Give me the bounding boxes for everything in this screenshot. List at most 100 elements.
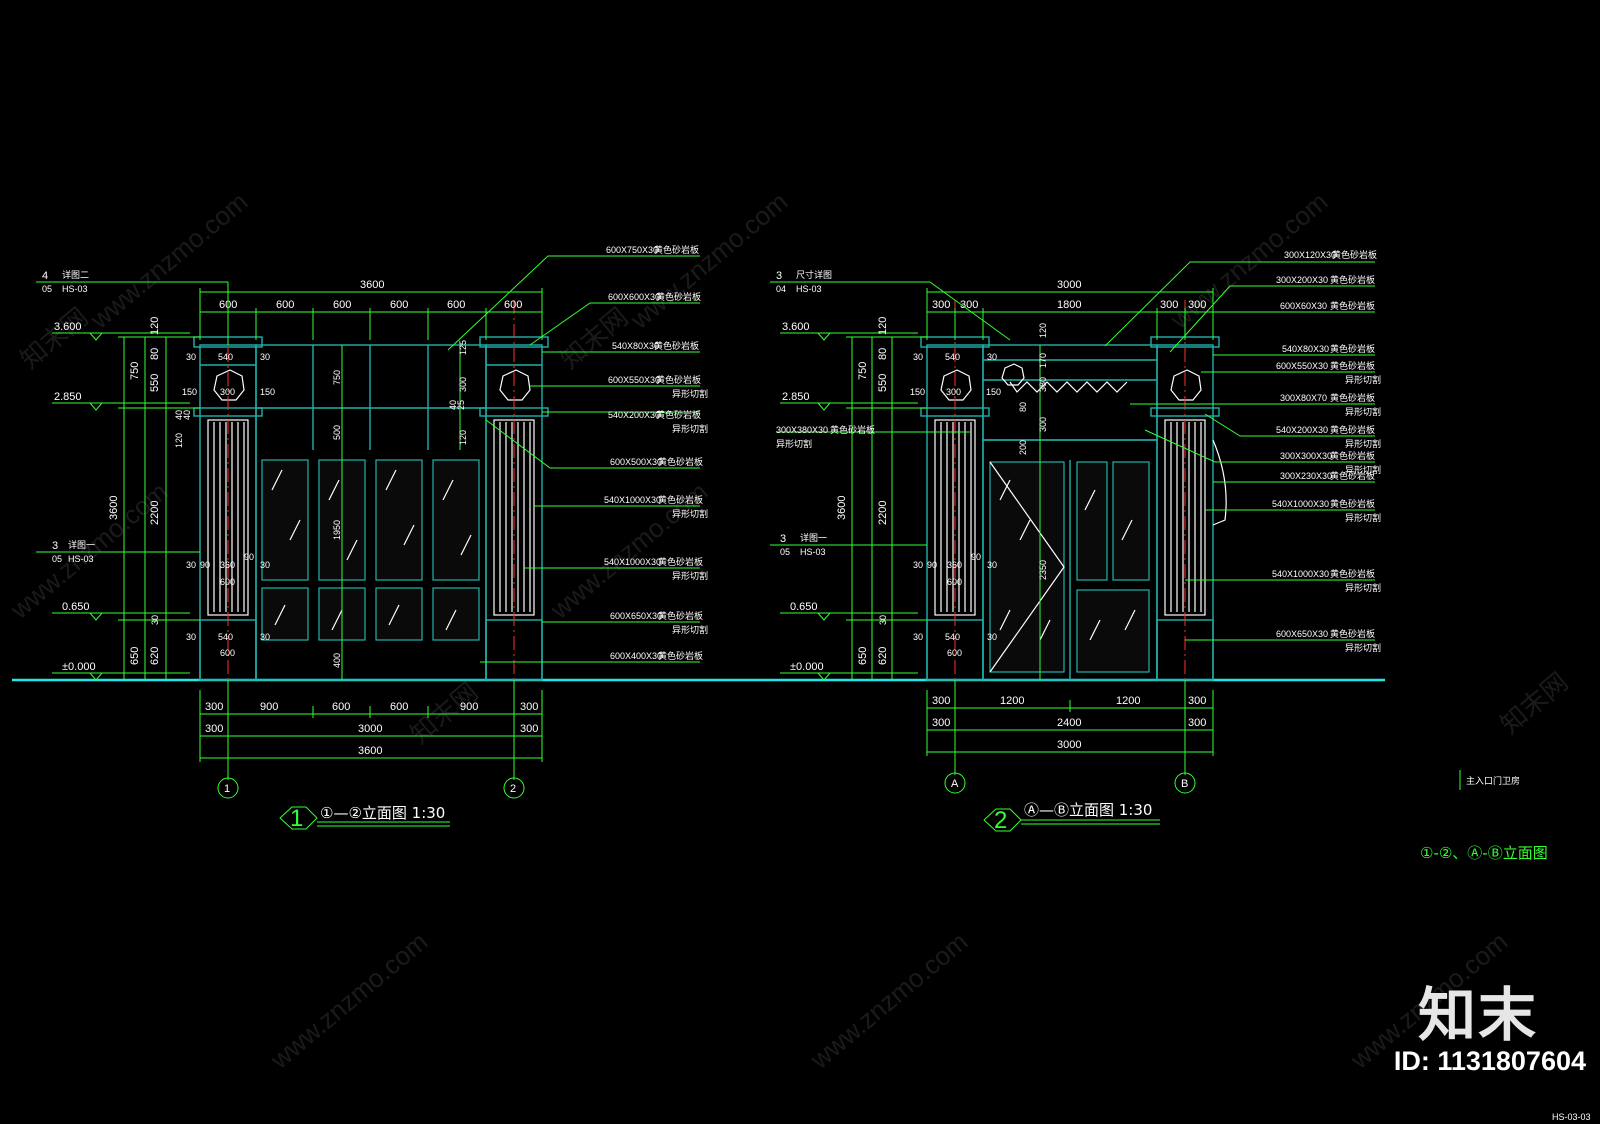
dim-label: 300 [458,377,468,392]
material-label: 黄色砂岩板 [1330,360,1375,371]
image-id-label: ID: 1131807604 [1393,1046,1586,1076]
level-label: 2.850 [782,391,810,403]
rosette-ornament [940,369,972,401]
material-note: 异形切割 [672,508,708,519]
project-name: 主入口门卫房 [1466,775,1520,786]
dim-label: 300 [1188,717,1206,729]
detail-callout-number: 3 [780,533,786,545]
detail-callout-ref: HS-03 [796,284,822,294]
dim-label: 80 [877,348,889,360]
material-label: 300X300X30 [1280,451,1332,461]
dim-label: 500 [332,425,342,440]
sheet-title: ①-②、Ⓐ-Ⓑ立面图 [1420,844,1548,862]
detail-callout-sheet: 04 [776,284,786,294]
elevation-number: 1 [290,805,303,832]
dim-label: 300 [205,701,223,713]
material-label: 黄色砂岩板 [830,424,875,435]
material-label: 300X200X30 [1276,275,1328,285]
dim-label: 30 [260,632,270,642]
material-label: 540X80X30 [612,341,659,351]
dim-label: 120 [174,433,184,448]
dim-label: 540 [945,352,960,362]
dim-label: 600 [947,577,962,587]
dim-label: 300 [205,723,223,735]
axis-label: A [951,778,959,790]
rosette-ornament [1001,363,1025,386]
level-label: 3.600 [54,321,82,333]
material-label: 540X1000X30 [604,495,661,505]
dim-label: 600 [447,299,465,311]
elevation-number: 2 [994,807,1007,834]
dim-label: 30 [987,560,997,570]
material-label: 600X600X30 [608,292,660,302]
dim-label: 900 [460,701,478,713]
dim-label: 600 [220,648,235,658]
dim-label: 300 [932,717,950,729]
detail-callout-ref: HS-03 [62,284,88,294]
detail-callout-number: 4 [42,270,48,282]
dim-label: 30 [913,352,923,362]
material-label: 黄色砂岩板 [658,494,703,505]
dim-label: 750 [332,370,342,385]
material-label: 540X1000X30 [1272,499,1329,509]
detail-callout-note: 详图二 [62,269,89,280]
elevation-title: ①—②立面图 1:30 [320,804,445,822]
dim-label: 80 [149,348,161,360]
dim-label: 30 [186,560,196,570]
detail-callout-number: 3 [52,540,58,552]
material-note: 异形切割 [1345,464,1381,475]
dim-label: 3600 [836,496,848,520]
dim-label: 600 [947,648,962,658]
dim-label: 170 [1038,353,1048,368]
dim-label: 300 [932,299,950,311]
material-label: 黄色砂岩板 [1330,300,1375,311]
detail-callout-note: 详图一 [800,532,827,543]
level-label: ±0.000 [62,661,96,673]
material-label: 黄色砂岩板 [658,610,703,621]
detail-callout-ref: HS-03 [800,547,826,557]
title-badge [279,806,318,830]
watermark-brand: 知末网 [555,301,634,374]
material-label: 黄色砂岩板 [654,244,699,255]
dim-label: 150 [910,387,925,397]
dim-label: 120 [149,317,161,335]
material-label: 540X80X30 [1282,344,1329,354]
material-label: 300X230X30 [1280,471,1332,481]
window-pane [375,459,423,581]
dim-label: 90 [200,560,210,570]
dim-label: 30 [987,352,997,362]
dim-label: 40 [174,410,184,420]
dim-label: 1800 [1057,299,1081,311]
material-label: 黄色砂岩板 [658,456,703,467]
material-label: 600X750X30 [606,245,658,255]
dim-label: 3000 [1057,739,1081,751]
axis-bubble [217,777,239,799]
detail-callout-ref: HS-03 [68,554,94,564]
watermark-text: www.znzmo.com [804,926,973,1075]
material-label: 600X500X30 [610,457,662,467]
dim-label: 120 [458,430,468,445]
dim-label: 200 [1018,440,1028,455]
material-note: 异形切割 [672,570,708,581]
brand-logo: 知末 [1417,981,1538,1049]
material-label: 600X650X30 [1276,629,1328,639]
material-note: 异形切割 [776,438,812,449]
dim-label: 120 [877,317,889,335]
door-glass [1076,461,1108,581]
rosette-ornament [1170,369,1202,401]
level-label: 0.650 [62,601,90,613]
dim-label: 620 [877,647,889,665]
dim-label: 2200 [149,501,161,525]
dim-label: 540 [218,632,233,642]
dim-label: 300 [520,701,538,713]
dim-label: 150 [182,387,197,397]
detail-callout-sheet: 05 [52,554,62,564]
title-block: 主入口门卫房 ①-②、Ⓐ-Ⓑ立面图 HS-03-03 [1420,770,1591,1122]
dim-label: 30 [260,352,270,362]
material-label: 600X550X30 [1276,361,1328,371]
dim-label: 30 [150,615,160,625]
detail-callout-note: 详图一 [68,539,95,550]
dim-label: 600 [276,299,294,311]
axis-label: 1 [224,783,230,795]
dim-label: 30 [878,615,888,625]
